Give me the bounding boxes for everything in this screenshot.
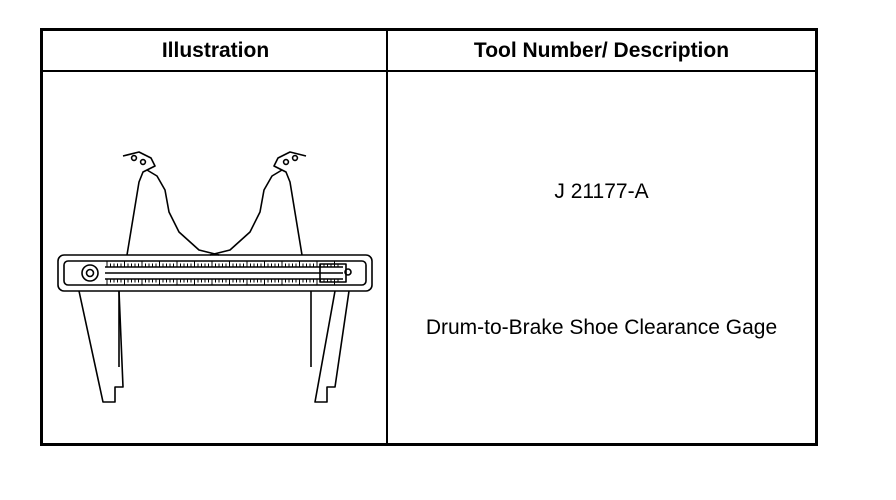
header-tool-number-description: Tool Number/ Description	[388, 31, 815, 72]
description-cell: J 21177-A Drum-to-Brake Shoe Clearance G…	[388, 72, 815, 443]
tool-number: J 21177-A	[554, 180, 649, 203]
brake-shoe-clearance-gage-icon	[57, 151, 373, 403]
column-divider	[386, 31, 388, 443]
tool-table: Illustration Tool Number/ Description	[40, 28, 818, 446]
illustration-cell	[43, 72, 386, 443]
header-illustration: Illustration	[43, 31, 388, 72]
tool-description: Drum-to-Brake Shoe Clearance Gage	[425, 316, 778, 339]
